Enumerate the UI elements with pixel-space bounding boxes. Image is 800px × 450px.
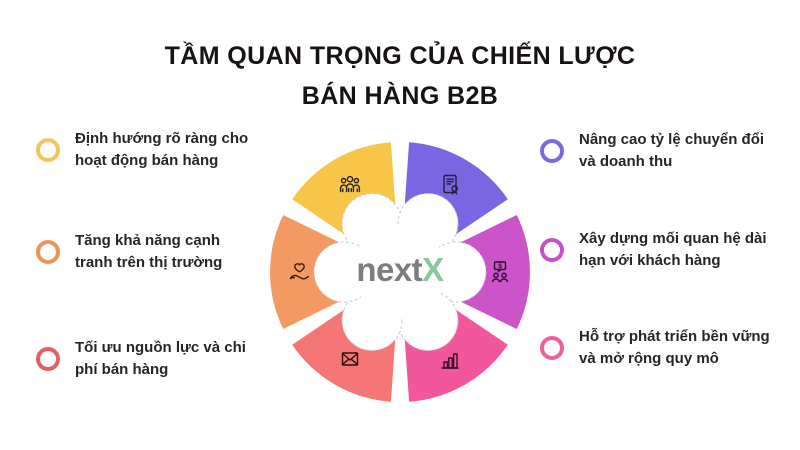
bullet-ring-icon (36, 346, 60, 371)
bullet-ring-icon (540, 237, 564, 262)
item-label: Định hướng rõ ràng cho hoạt động bán hàn… (75, 130, 249, 169)
page-title: TẦM QUAN TRỌNG CỦA CHIẾN LƯỢC BÁN HÀNG B… (0, 36, 800, 116)
bullet-ring-icon (36, 137, 60, 162)
list-item: Định hướng rõ ràng cho hoạt động bán hàn… (36, 128, 257, 172)
list-item: Xây dựng mối quan hệ dài hạn với khách h… (540, 228, 771, 272)
item-label: Tăng khả năng cạnh tranh trên thị trường (75, 232, 223, 271)
item-label: Nâng cao tỷ lệ chuyển đổi và doanh thu (579, 131, 765, 170)
bullet-ring-icon (540, 138, 564, 163)
envelope-icon (341, 352, 359, 366)
page-title-line1: TẦM QUAN TRỌNG CỦA CHIẾN LƯỢC (164, 42, 636, 70)
item-label: Tối ưu nguồn lực và chi phí bán hàng (75, 339, 246, 378)
svg-text:$: $ (498, 263, 502, 270)
dollar-conversation-icon: $ (491, 261, 509, 283)
list-item: Tối ưu nguồn lực và chi phí bán hàng (36, 337, 257, 381)
logo-text-green: X (422, 251, 444, 288)
item-label: Xây dựng mối quan hệ dài hạn với khách h… (579, 230, 767, 269)
bar-chart-icon (441, 353, 459, 369)
bullet-ring-icon (36, 239, 60, 264)
list-item: Nâng cao tỷ lệ chuyển đổi và doanh thu (540, 129, 771, 173)
people-group-icon (339, 175, 361, 193)
hand-heart-icon (289, 263, 309, 280)
nextx-logo: nextX (340, 250, 460, 290)
bullet-ring-icon (540, 335, 564, 360)
item-label: Hỗ trợ phát triển bền vững và mở rộng qu… (579, 328, 770, 367)
certificate-icon (443, 174, 458, 195)
list-item: Tăng khả năng cạnh tranh trên thị trường (36, 230, 257, 274)
list-item: Hỗ trợ phát triển bền vững và mở rộng qu… (540, 326, 771, 370)
logo-text-gray: next (356, 251, 423, 288)
center-white-circle (354, 226, 446, 318)
page-title-line2: BÁN HÀNG B2B (301, 82, 499, 110)
